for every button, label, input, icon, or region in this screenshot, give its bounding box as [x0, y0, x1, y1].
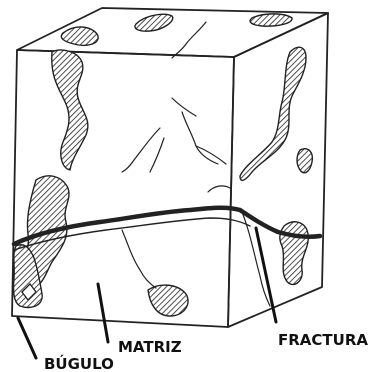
vug-right-lower	[280, 222, 308, 285]
vug-right-mid	[297, 149, 312, 173]
vug-top-far	[250, 14, 292, 26]
fracture-lower-front	[122, 230, 156, 288]
fracture-branch-a	[172, 98, 196, 116]
vug-top-left	[61, 27, 98, 45]
leader-fracture	[256, 228, 276, 322]
label-fracture: FRACTURA	[278, 331, 368, 349]
vug-top-right	[135, 14, 173, 31]
fracture-branch-b	[182, 112, 218, 164]
label-vug: BÚGULO	[44, 354, 114, 372]
vug-front-upper	[52, 50, 88, 170]
leader-matrix	[98, 284, 108, 342]
leader-vug	[18, 318, 36, 358]
fracture-branch-c	[122, 128, 160, 172]
vug-right-upper	[240, 47, 306, 180]
cube-right-face	[228, 13, 328, 327]
vugs	[14, 14, 313, 316]
label-matrix: MATRIZ	[118, 338, 182, 356]
fracture-branch-d	[150, 138, 164, 172]
vug-front-bottom	[148, 285, 188, 316]
hairline-fractures	[122, 22, 270, 306]
fracture-top-face	[172, 22, 206, 58]
fracture-branch-f	[208, 186, 230, 192]
